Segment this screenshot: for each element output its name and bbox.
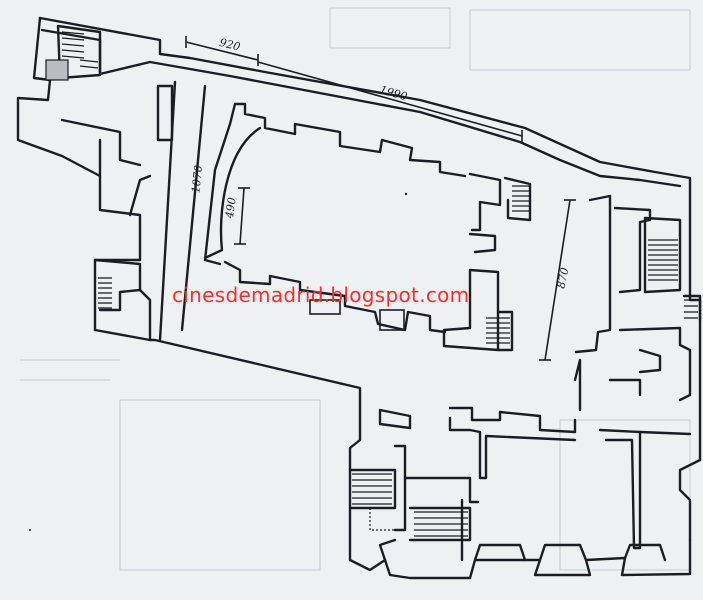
north-wall-inner xyxy=(40,28,682,188)
stair-treads-east-2 xyxy=(684,299,698,319)
southwest-stair xyxy=(93,258,152,342)
dimension-label-870: 870 xyxy=(554,266,571,289)
watermark-text: cinesdemadrid.blogspot.com xyxy=(172,283,470,307)
dimension-1990: 1990 xyxy=(257,61,523,142)
dimension-1070: 1070 xyxy=(189,165,205,194)
stair-treads-sc xyxy=(486,317,510,344)
auditorium-north-wall xyxy=(233,102,467,178)
stair-treads-south-west xyxy=(352,473,392,505)
dimension-label-1070: 1070 xyxy=(189,165,205,194)
background-bleed xyxy=(20,7,691,571)
east-wing xyxy=(574,194,702,402)
west-rooms xyxy=(60,84,174,217)
south-central-stair xyxy=(442,268,514,352)
dimension-920: 920 xyxy=(185,36,259,66)
facade-piers xyxy=(378,538,667,562)
dimension-label-490: 490 xyxy=(223,197,239,221)
stair-treads-nw xyxy=(61,31,99,69)
auditorium-curved-wall xyxy=(203,126,262,260)
stair-treads-sw xyxy=(98,277,112,309)
speck xyxy=(29,529,31,531)
dimension-lines: 920 1990 1070 490 870 xyxy=(185,36,576,361)
center-mark xyxy=(404,192,408,196)
main-corridor xyxy=(158,80,207,342)
stair-treads-east xyxy=(648,239,678,281)
stair-treads-ne xyxy=(512,185,530,212)
stair-treads-south xyxy=(414,511,468,537)
northeast-rooms xyxy=(468,172,532,254)
west-wall xyxy=(16,16,142,332)
south-piers xyxy=(309,299,405,331)
auditorium-south-wall xyxy=(223,260,447,334)
south-west-wall xyxy=(93,328,387,572)
dimension-490: 490 xyxy=(223,187,250,245)
auditorium xyxy=(203,102,467,334)
auditorium-west-wall xyxy=(203,102,237,266)
east-wall xyxy=(678,458,702,542)
northwest-stair-block xyxy=(45,24,102,81)
south-stairs xyxy=(348,468,472,542)
dimension-870: 870 xyxy=(539,199,576,361)
dimension-label-920: 920 xyxy=(218,36,242,54)
south-facade xyxy=(383,538,692,580)
